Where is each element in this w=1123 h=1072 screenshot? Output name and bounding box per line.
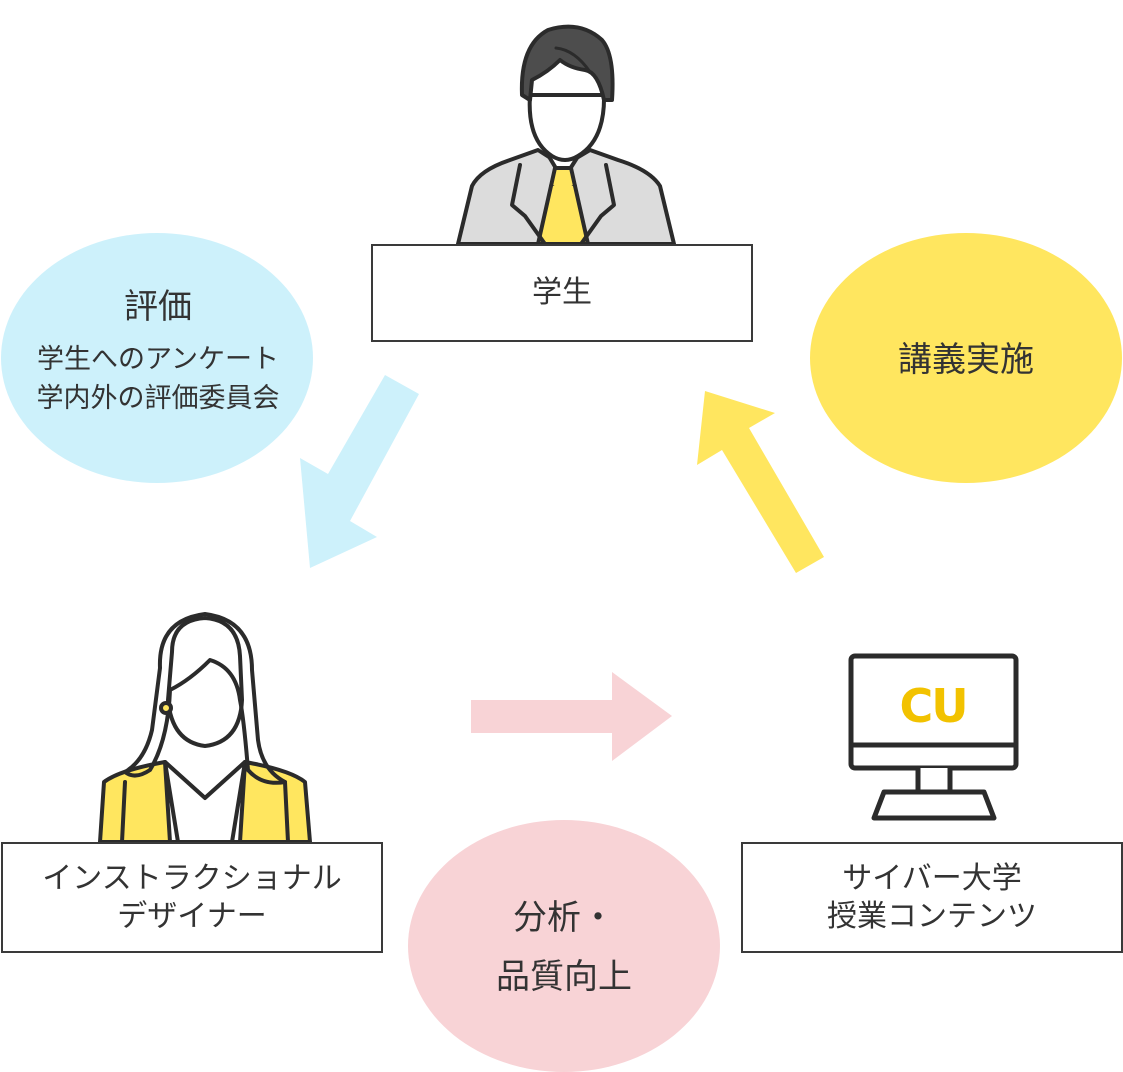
evaluation-line1: 学生へのアンケート (37, 344, 279, 376)
evaluation-line2: 学内外の評価委員会 (36, 383, 280, 415)
delivery-bubble (810, 233, 1122, 483)
evaluation-title: 評価 (124, 287, 192, 328)
evaluation-bubble (1, 233, 313, 483)
analysis-line2: 品質向上 (496, 956, 632, 997)
designer-node-line1: インストラクショナル (42, 861, 342, 896)
content-node: サイバー大学 授業コンテンツ (741, 842, 1123, 953)
evaluation-label: 評価 学生へのアンケート 学内外の評価委員会 (10, 278, 306, 428)
monitor-icon (848, 653, 1019, 821)
arrow-content-to-student (697, 391, 824, 573)
arrow-student-to-designer (300, 375, 419, 568)
monitor-logo: CU (899, 679, 966, 733)
delivery-title: 講義実施 (898, 339, 1034, 380)
student-node: 学生 (371, 244, 753, 342)
delivery-label: 講義実施 (816, 330, 1116, 390)
content-node-line1: サイバー大学 (842, 861, 1022, 896)
designer-node-line2: デザイナー (117, 898, 267, 934)
student-node-label: 学生 (532, 275, 592, 311)
content-node-line2: 授業コンテンツ (827, 898, 1037, 934)
analysis-bubble (408, 820, 720, 1072)
designer-node: インストラクショナル デザイナー (1, 842, 383, 953)
student-icon (456, 24, 676, 246)
designer-icon (98, 612, 312, 844)
arrow-designer-to-content (471, 672, 672, 761)
analysis-line1: 分析・ (513, 897, 615, 938)
analysis-label: 分析・ 品質向上 (414, 885, 714, 1010)
